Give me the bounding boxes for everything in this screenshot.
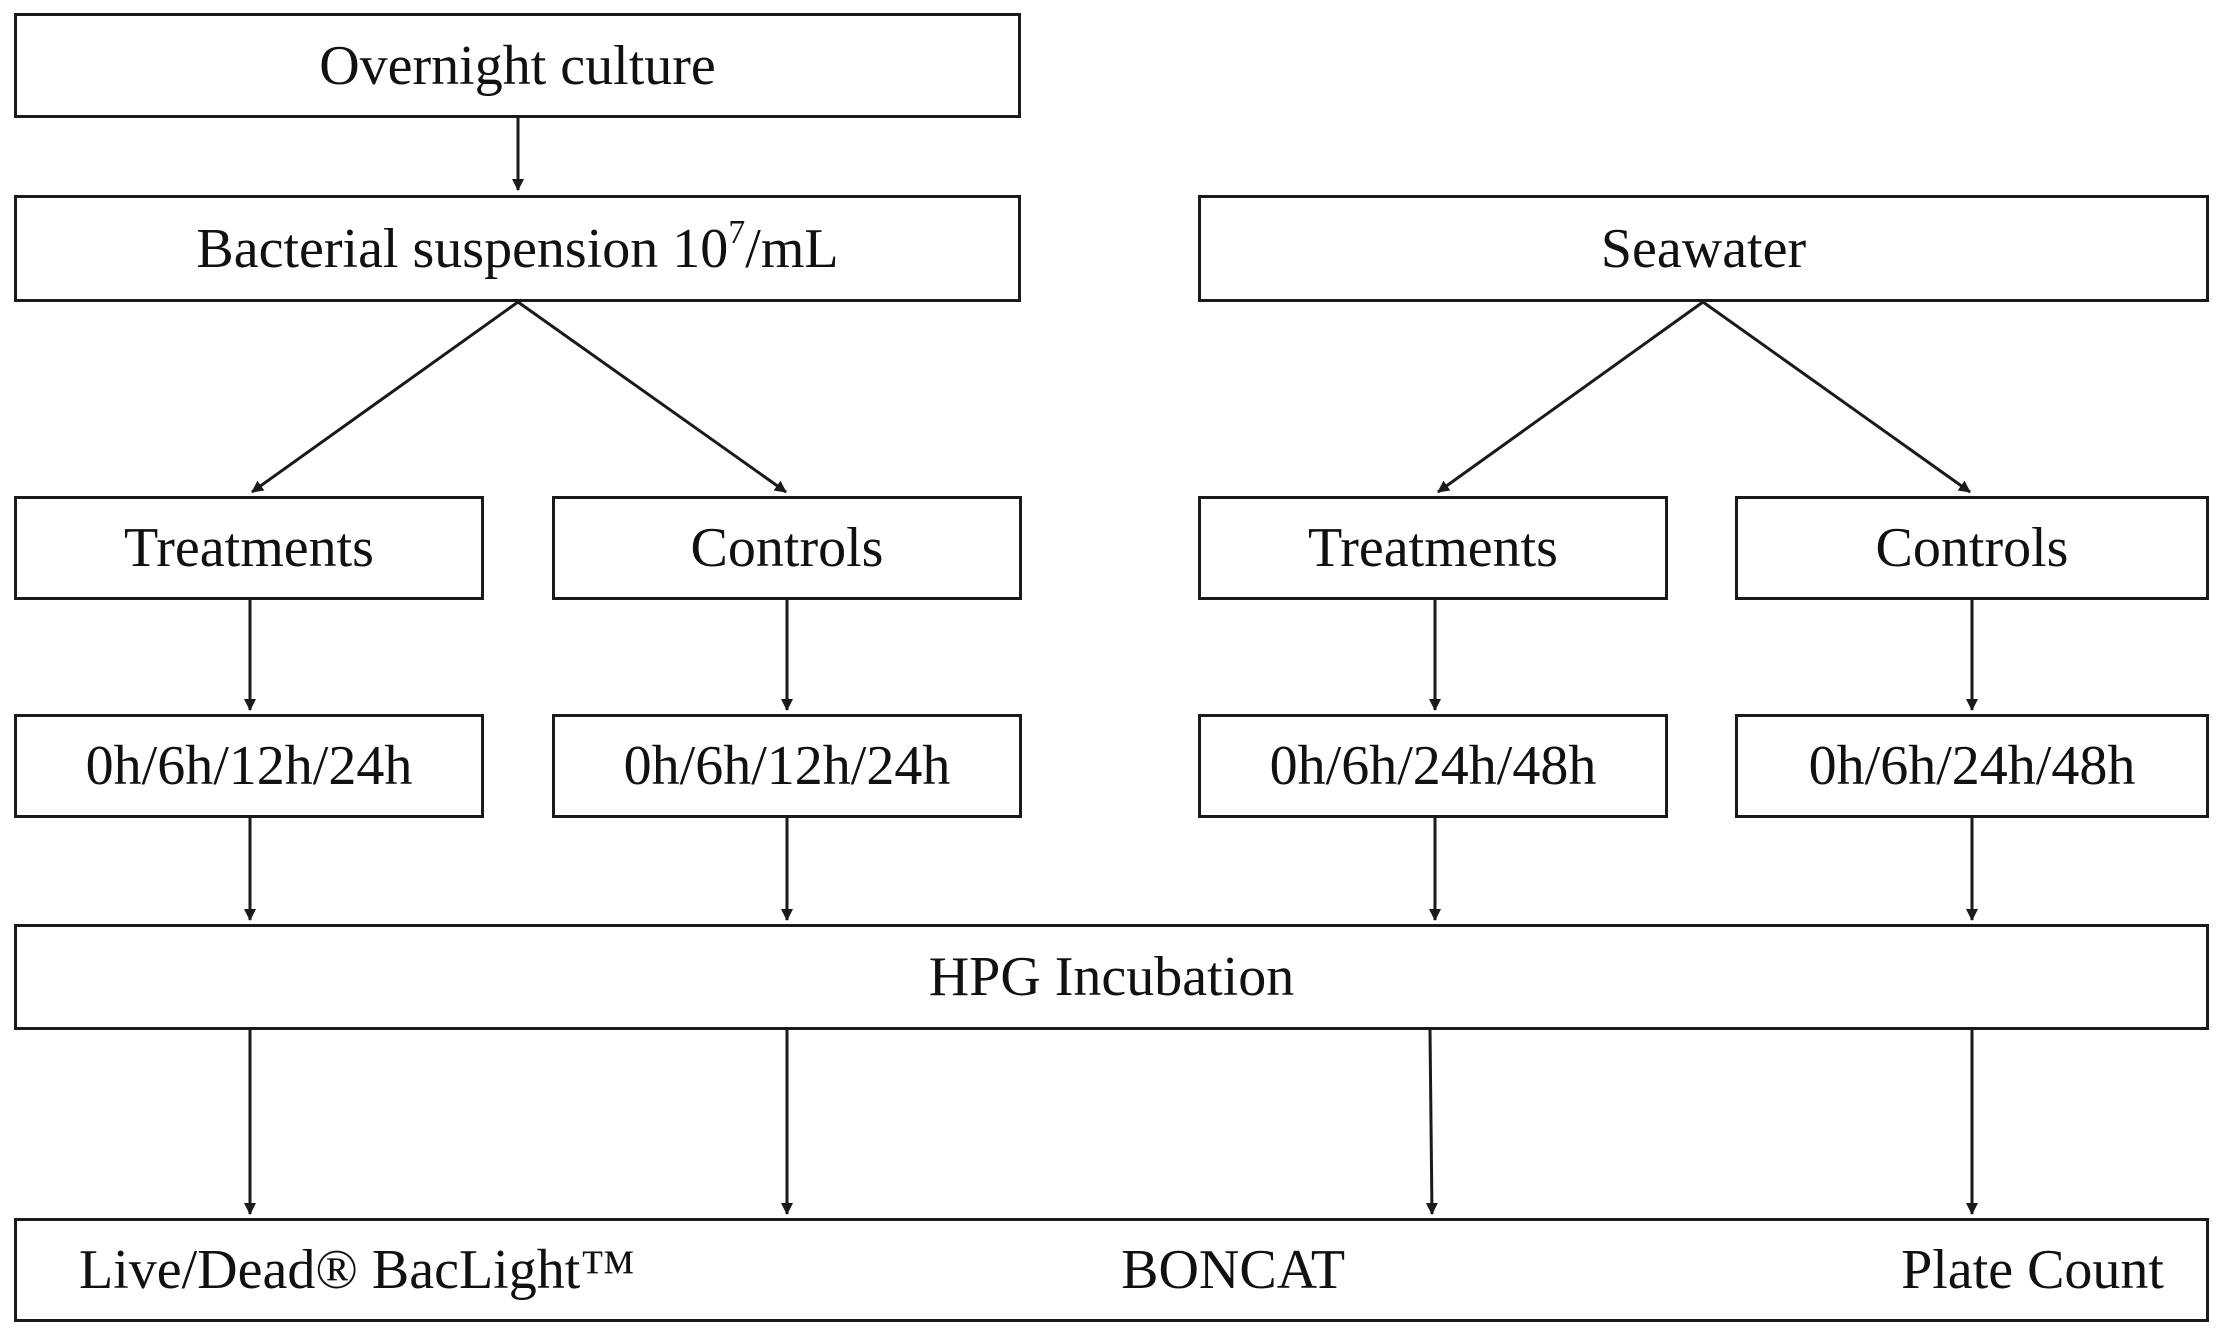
- node-seawater-controls: Controls: [1735, 496, 2209, 600]
- suspension-prefix: Bacterial suspension 10: [196, 217, 729, 280]
- arrow-hpg-to-methods-3: [1425, 1029, 1438, 1215]
- node-bacterial-treatments-times: 0h/6h/12h/24h: [14, 714, 484, 818]
- suspension-exponent: 7: [728, 213, 746, 251]
- method-boncat: BONCAT: [1121, 1239, 1346, 1301]
- node-hpg-incubation-label: HPG Incubation: [928, 946, 1295, 1008]
- node-bacterial-treatments: Treatments: [14, 496, 484, 600]
- node-seawater-treatments-label: Treatments: [1308, 517, 1558, 579]
- node-bacterial-controls-times: 0h/6h/12h/24h: [552, 714, 1022, 818]
- node-seawater-treatments-times-label: 0h/6h/24h/48h: [1269, 735, 1597, 797]
- node-seawater-treatments-times: 0h/6h/24h/48h: [1198, 714, 1668, 818]
- node-bacterial-controls-times-label: 0h/6h/12h/24h: [623, 735, 951, 797]
- node-seawater: Seawater: [1198, 195, 2209, 302]
- arrow-suspension-to-controls: [517, 300, 787, 494]
- node-bacterial-treatments-label: Treatments: [124, 517, 374, 579]
- node-bacterial-suspension-label: Bacterial suspension 107/mL: [196, 213, 839, 281]
- method-plate-count: Plate Count: [1901, 1239, 2164, 1301]
- node-overnight-culture-label: Overnight culture: [319, 34, 716, 97]
- node-bacterial-controls-label: Controls: [690, 517, 884, 579]
- arrow-seawater-to-controls: [1702, 300, 1971, 494]
- node-methods: Live/Dead® BacLight™ BONCAT Plate Count: [14, 1218, 2209, 1322]
- method-live-dead: Live/Dead® BacLight™: [79, 1239, 636, 1301]
- node-seawater-controls-times-label: 0h/6h/24h/48h: [1808, 735, 2136, 797]
- node-bacterial-treatments-times-label: 0h/6h/12h/24h: [85, 735, 413, 797]
- node-seawater-label: Seawater: [1600, 217, 1807, 280]
- node-seawater-controls-label: Controls: [1875, 517, 2069, 579]
- node-bacterial-suspension: Bacterial suspension 107/mL: [14, 195, 1021, 302]
- suspension-suffix: /mL: [745, 217, 839, 280]
- node-hpg-incubation: HPG Incubation: [14, 924, 2209, 1030]
- arrow-suspension-to-treatments: [251, 300, 519, 494]
- node-bacterial-controls: Controls: [552, 496, 1022, 600]
- node-seawater-controls-times: 0h/6h/24h/48h: [1735, 714, 2209, 818]
- arrow-seawater-to-treatments: [1437, 300, 1704, 494]
- node-seawater-treatments: Treatments: [1198, 496, 1668, 600]
- node-overnight-culture: Overnight culture: [14, 13, 1021, 118]
